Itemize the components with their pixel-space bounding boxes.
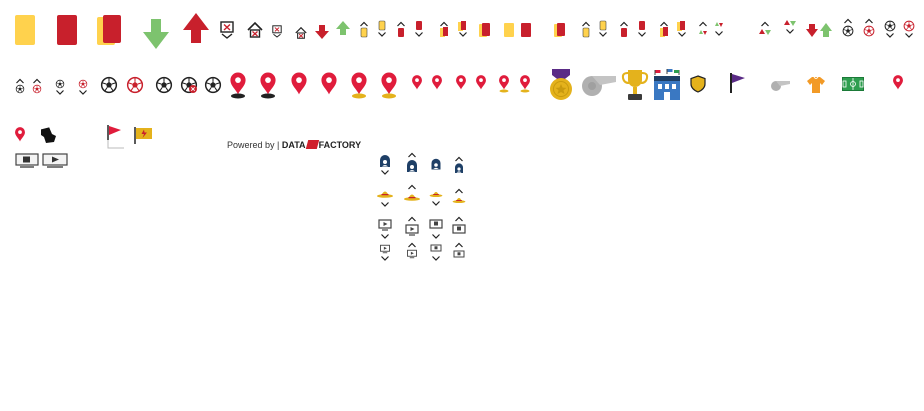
second-yellow-card-icon (659, 21, 669, 37)
kickoff-icon (40, 126, 56, 143)
yellow-card-icon (15, 15, 35, 45)
corner-flag-icon (730, 73, 745, 93)
goal-cancelled-icon (247, 22, 263, 38)
tv-icon (405, 216, 419, 236)
tv-icon (429, 219, 443, 239)
whistle-icon (771, 81, 790, 91)
substitution-icon (806, 23, 832, 37)
map-pin-icon (432, 75, 442, 90)
tv-icon (407, 242, 417, 259)
yellow-card-icon (581, 21, 591, 38)
medal-icon (550, 69, 572, 100)
tv-icon (430, 244, 442, 261)
map-pin-icon (893, 75, 903, 90)
player-avatar-icon (431, 158, 441, 170)
trophy-icon (621, 70, 649, 100)
second-yellow-card-icon (479, 23, 490, 37)
offside-icon (272, 25, 282, 38)
soccer-ball-icon (842, 18, 854, 37)
map-pin-icon (230, 72, 246, 99)
map-pin-icon (520, 75, 530, 93)
map-pin-icon (260, 72, 276, 99)
second-yellow-card-icon (458, 21, 468, 37)
powered-by-prefix: Powered by | (227, 140, 280, 150)
yellow-card-icon (504, 23, 514, 37)
powered-by: Powered by | DATA FACTORY (227, 140, 361, 150)
tv-icon (380, 244, 390, 261)
substitution-out-icon (714, 22, 724, 36)
brand-logo: DATA FACTORY (282, 140, 361, 150)
red-card-icon (637, 21, 647, 37)
red-card-icon (57, 15, 77, 45)
red-card-icon (396, 21, 406, 37)
own-goal-icon (863, 18, 875, 37)
own-goal-icon (126, 76, 144, 94)
map-pin-icon (456, 75, 466, 90)
red-card-icon (619, 21, 629, 37)
own-goal-icon (32, 78, 42, 94)
sun-hat-icon (377, 191, 393, 207)
substitution-in-icon (759, 21, 771, 35)
offside-icon (220, 21, 234, 39)
second-yellow-card-icon (439, 21, 449, 37)
soccer-ball-icon (884, 20, 896, 38)
substitution-out-icon (183, 13, 209, 43)
brand-right: FACTORY (318, 140, 362, 150)
soccer-ball-icon (55, 79, 65, 95)
second-yellow-card-icon (677, 21, 687, 37)
map-pin-icon (15, 127, 25, 142)
own-goal-icon (903, 20, 915, 38)
substitution-in-icon (336, 21, 350, 35)
shield-icon (690, 75, 706, 93)
player-avatar-icon (407, 152, 417, 172)
player-avatar-icon (454, 156, 464, 173)
yellow-card-icon (598, 20, 608, 37)
map-pin-icon (476, 75, 486, 90)
brand-mark-icon (305, 140, 319, 149)
soccer-ball-icon (100, 76, 118, 94)
map-pin-icon (351, 72, 367, 99)
map-pin-icon (412, 75, 422, 90)
sun-hat-icon (404, 184, 420, 201)
substitution-out-icon (784, 20, 796, 34)
stadium-icon (654, 69, 680, 100)
map-pin-icon (381, 72, 397, 99)
own-goal-icon (78, 79, 88, 95)
soccer-ball-icon (15, 78, 25, 94)
map-pin-icon (291, 72, 307, 95)
second-yellow-card-icon (554, 23, 565, 37)
player-avatar-icon (380, 155, 390, 175)
soccer-ball-icon (204, 76, 222, 94)
yellow-card-icon (377, 20, 387, 37)
red-card-icon (414, 21, 424, 37)
corner-flag-icon (107, 125, 124, 149)
tv-icon (42, 153, 68, 168)
map-pin-icon (499, 75, 509, 93)
goal-cancelled-icon (295, 27, 307, 39)
tv-icon (452, 216, 466, 234)
red-card-icon (521, 23, 531, 37)
pitch-icon (842, 77, 864, 91)
sun-hat-icon (429, 192, 443, 206)
tv-icon (15, 153, 39, 168)
soccer-ball-icon (155, 76, 173, 94)
substitution-out-icon (315, 25, 329, 39)
jersey-icon (807, 76, 825, 93)
map-pin-icon (321, 72, 337, 95)
substitution-in-icon (143, 19, 169, 49)
substitution-in-icon (698, 21, 708, 35)
whistle-icon (582, 76, 616, 96)
goal-cancelled-icon (180, 76, 198, 94)
second-yellow-card-icon (97, 15, 121, 45)
brand-left: DATA (281, 140, 306, 150)
tv-icon (378, 219, 392, 239)
yellow-card-icon (359, 21, 369, 38)
sun-hat-icon (452, 188, 466, 204)
corner-flag-icon (134, 127, 152, 144)
tv-icon (453, 242, 465, 258)
